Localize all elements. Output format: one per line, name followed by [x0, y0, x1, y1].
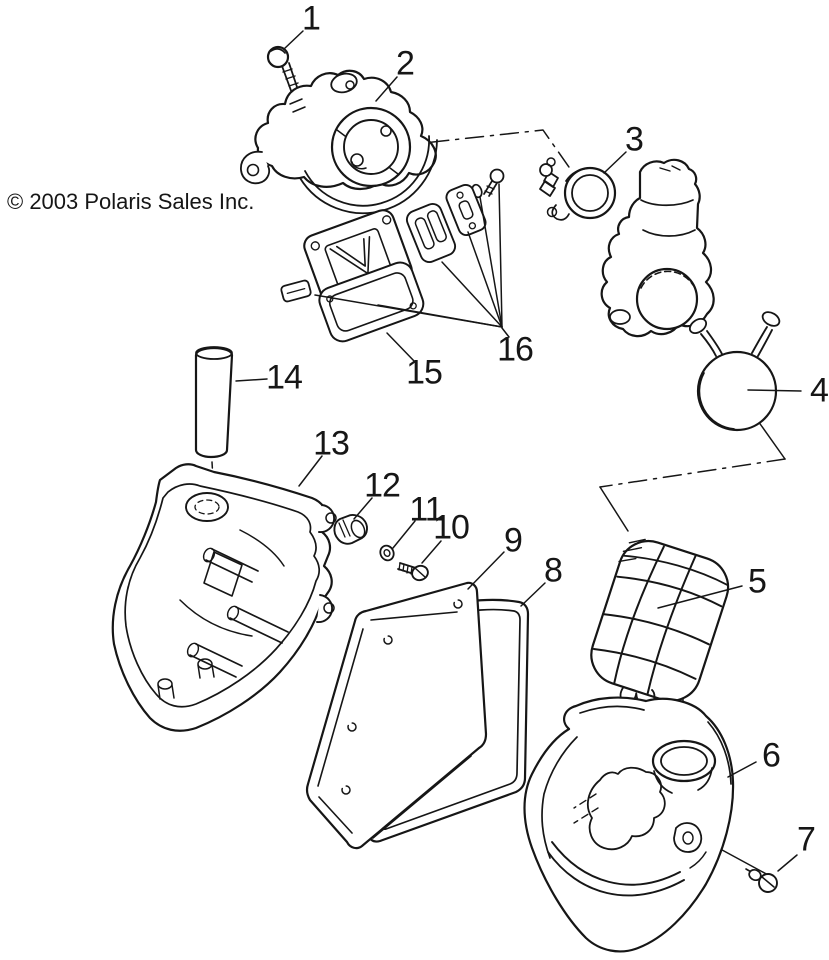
leader-lines [235, 30, 802, 872]
callout-6: 6 [762, 736, 781, 775]
callout-4: 4 [810, 371, 829, 410]
callout-1: 1 [302, 0, 321, 38]
hose-clamp-illustration [539, 157, 617, 221]
callout-10: 10 [433, 508, 470, 547]
carb-screw-illustration [266, 45, 301, 97]
spacer-illustration [333, 514, 368, 545]
callout-12: 12 [364, 466, 401, 505]
copyright-notice: © 2003 Polaris Sales Inc. [7, 189, 255, 214]
breather-tube-illustration [194, 346, 234, 459]
callout-8: 8 [544, 551, 563, 590]
air-cleaner-housing-illustration [111, 463, 337, 732]
manifold-gasket-illustration [318, 261, 425, 343]
callout-15: 15 [406, 353, 443, 392]
callout-11: 11 [409, 490, 443, 529]
washer-illustration [379, 544, 395, 562]
callout-9: 9 [504, 521, 523, 560]
callout-2: 2 [396, 44, 415, 83]
callout-5: 5 [748, 562, 767, 601]
cover-screw-illustration [745, 868, 778, 893]
carburetor-illustration [240, 69, 438, 215]
reed-valve-parts-illustration [280, 168, 505, 307]
callout-14: 14 [266, 358, 303, 397]
intake-boot-illustration [600, 158, 715, 338]
callout-3: 3 [625, 120, 644, 159]
callout-7: 7 [797, 820, 816, 859]
housing-screw-illustration [397, 562, 429, 582]
filter-cage-illustration [590, 538, 730, 707]
filter-element-illustration [305, 581, 488, 850]
retainer-band-illustration [688, 311, 781, 432]
callout-13: 13 [313, 424, 350, 463]
airbox-cover-illustration [523, 696, 735, 953]
callout-16: 16 [497, 330, 534, 369]
